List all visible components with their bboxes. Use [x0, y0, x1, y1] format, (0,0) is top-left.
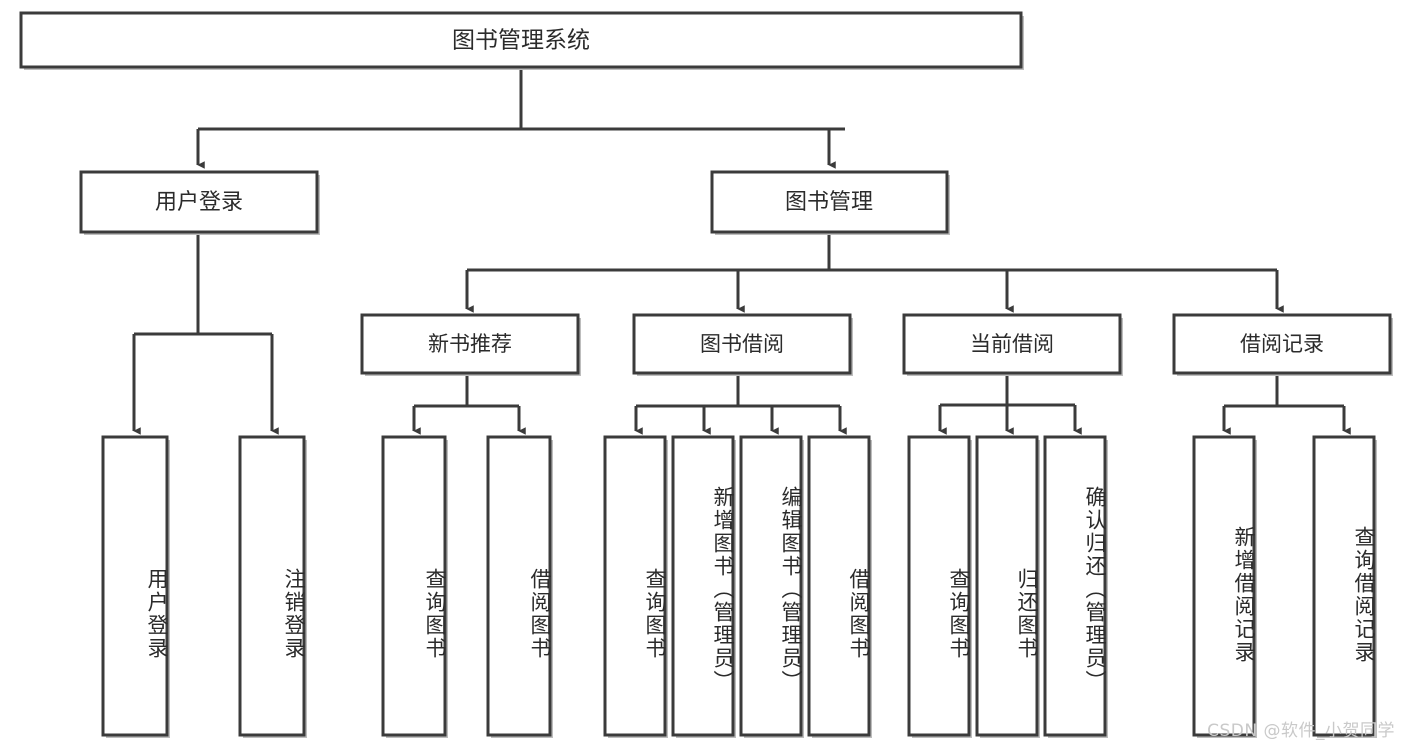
node-book-borrow-box[interactable] [632, 313, 852, 375]
node-leaf-logout-login-box[interactable] [238, 435, 306, 737]
csdn-watermark: CSDN @软件_小贺同学 [1207, 721, 1395, 741]
node-leaf-confirm-return-box[interactable] [1043, 435, 1107, 737]
node-borrow-record-box[interactable] [1172, 313, 1392, 375]
node-new-book-recommend-label: 新书推荐 [428, 332, 512, 356]
node-leaf-borrow-book-1-box[interactable] [486, 435, 552, 737]
node-leaf-add-book-box[interactable] [671, 435, 735, 737]
node-book-management-box[interactable] [710, 170, 949, 234]
node-user-login-label: 用户登录 [155, 190, 243, 215]
node-leaf-add-record-box[interactable] [1192, 435, 1256, 737]
node-leaf-return-book-box[interactable] [975, 435, 1039, 737]
node-leaf-query-book-1-box[interactable] [381, 435, 447, 737]
nodes-group: 图书管理系统 用户登录 图书管理 新书推荐 图书借阅 当前借阅 借阅记录 [19, 11, 1393, 738]
node-user-login-box[interactable] [79, 170, 319, 234]
node-root-label: 图书管理系统 [452, 28, 590, 54]
edges-group [132, 67, 1351, 435]
node-new-book-recommend-box[interactable] [360, 313, 580, 375]
node-leaf-query-book-2-box[interactable] [603, 435, 667, 737]
node-leaf-user-login-box[interactable] [101, 435, 169, 737]
node-leaf-query-record-box[interactable] [1312, 435, 1376, 737]
node-leaf-borrow-book-2-box[interactable] [807, 435, 871, 737]
node-leaf-edit-book-box[interactable] [739, 435, 803, 737]
node-book-borrow-label: 图书借阅 [700, 332, 784, 356]
node-book-management-label: 图书管理 [785, 190, 873, 215]
node-leaf-query-book-3-box[interactable] [907, 435, 971, 737]
node-current-borrow-label: 当前借阅 [970, 332, 1054, 356]
node-current-borrow-box[interactable] [902, 313, 1122, 375]
node-borrow-record-label: 借阅记录 [1240, 332, 1324, 356]
node-root-box[interactable] [19, 11, 1023, 69]
